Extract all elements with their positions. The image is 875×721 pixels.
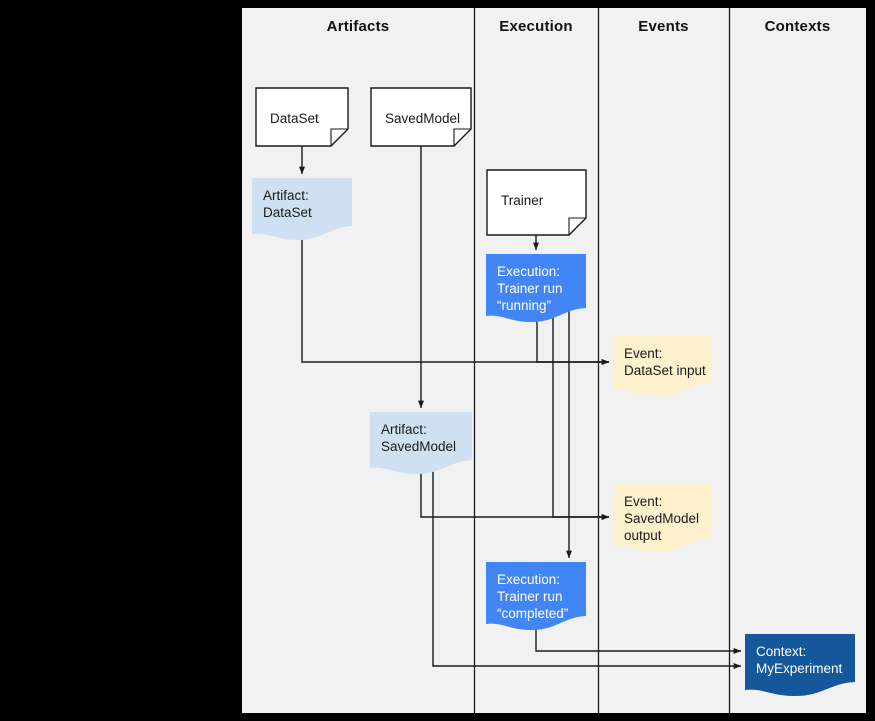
node-doc-dataset[interactable]: DataSet — [256, 88, 348, 146]
node-shape-exec-running[interactable] — [486, 254, 586, 322]
node-label-doc-trainer: Trainer — [501, 193, 544, 208]
node-shape-exec-completed[interactable] — [486, 562, 586, 630]
node-label-doc-savedmodel: SavedModel — [385, 111, 461, 126]
node-context-myexperiment[interactable]: Context: MyExperiment — [745, 634, 855, 686]
node-doc-savedmodel[interactable]: SavedModel — [371, 88, 471, 146]
edge-exec-running-to-event-dataset-input — [536, 306, 610, 365]
edge-artifact-savedmodel-to-context — [432, 462, 742, 669]
swimlane-dividers — [473, 8, 731, 713]
node-label-artifact-dataset: Artifact: DataSet — [263, 188, 312, 220]
node-label-doc-dataset: DataSet — [270, 111, 319, 126]
node-shape-doc-savedmodel[interactable] — [370, 87, 472, 147]
node-event-savedmodel-output[interactable]: Event: SavedModel output — [613, 484, 712, 543]
node-label-event-dataset-input: Event: DataSet input — [624, 346, 706, 378]
node-shape-doc-dataset[interactable] — [255, 87, 349, 147]
node-label-artifact-savedmodel: Artifact: SavedModel — [381, 422, 457, 454]
node-label-event-savedmodel-output: Event: SavedModel output — [624, 494, 700, 543]
column-header-execution: Execution — [499, 18, 573, 35]
node-label-exec-completed: Execution: Trainer run “completed” — [497, 572, 569, 621]
edge-exec-running-to-event-savedmodel-output — [552, 306, 610, 520]
column-header-contexts: Contexts — [764, 18, 831, 35]
node-doc-trainer[interactable]: Trainer — [487, 170, 586, 235]
node-shape-artifact-savedmodel[interactable] — [370, 412, 472, 474]
node-exec-running[interactable]: Execution: Trainer run “running” — [486, 254, 586, 313]
node-shape-event-savedmodel-output[interactable] — [613, 484, 712, 552]
node-label-context-myexperiment: Context: MyExperiment — [756, 644, 843, 676]
node-shape-context-myexperiment[interactable] — [745, 634, 855, 696]
edge-artifact-dataset-to-event — [301, 228, 610, 365]
node-shape-event-dataset-input[interactable] — [613, 336, 712, 396]
column-header-events: Events — [638, 18, 689, 35]
connector-layer — [299, 146, 742, 669]
node-exec-completed[interactable]: Execution: Trainer run “completed” — [486, 562, 586, 621]
column-header-artifacts: Artifacts — [326, 18, 390, 35]
edge-artifact-savedmodel-to-event-output — [420, 462, 610, 520]
node-shape-artifact-dataset[interactable] — [252, 178, 352, 240]
node-shape-layer — [252, 87, 855, 696]
node-artifact-dataset[interactable]: Artifact: DataSet — [252, 178, 352, 230]
node-event-dataset-input[interactable]: Event: DataSet input — [613, 336, 712, 386]
node-artifact-savedmodel[interactable]: Artifact: SavedModel — [370, 412, 472, 464]
node-label-exec-running: Execution: Trainer run “running” — [497, 264, 563, 313]
node-shape-doc-trainer[interactable] — [486, 169, 587, 236]
